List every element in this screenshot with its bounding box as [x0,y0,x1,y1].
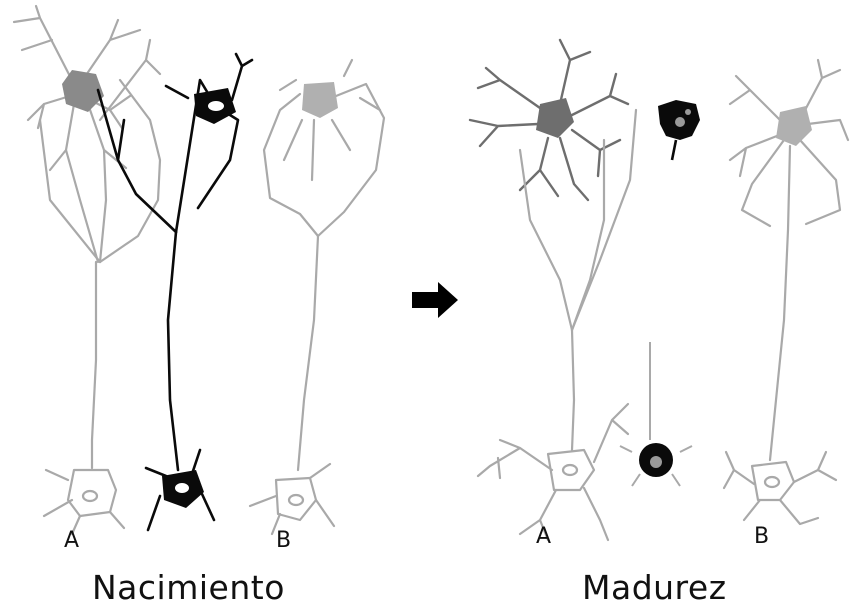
caption-maturity: Madurez [582,568,727,607]
birth-black-upper-nucleus [208,101,224,111]
label-birth-a: A [64,528,79,553]
label-birth-b: B [276,528,291,553]
birth-neuron-a-lower [44,470,124,534]
mature-neuron-a [478,110,636,540]
label-maturity-a: A [536,524,551,549]
apoptotic-cell-lower [620,342,692,486]
mature-neuron-upper-soma [536,98,574,138]
panel-maturity [470,40,848,540]
mature-neuron-b-soma [776,106,812,146]
birth-neuron-b [250,60,384,534]
right-arrow-icon [412,282,458,318]
birth-neuron-b-soma [302,82,338,118]
panel-birth [14,6,384,534]
apoptotic-cell-upper [658,100,700,160]
birth-black-lower-nucleus [175,483,189,493]
caption-birth: Nacimiento [92,568,285,607]
label-maturity-b: B [754,524,769,549]
